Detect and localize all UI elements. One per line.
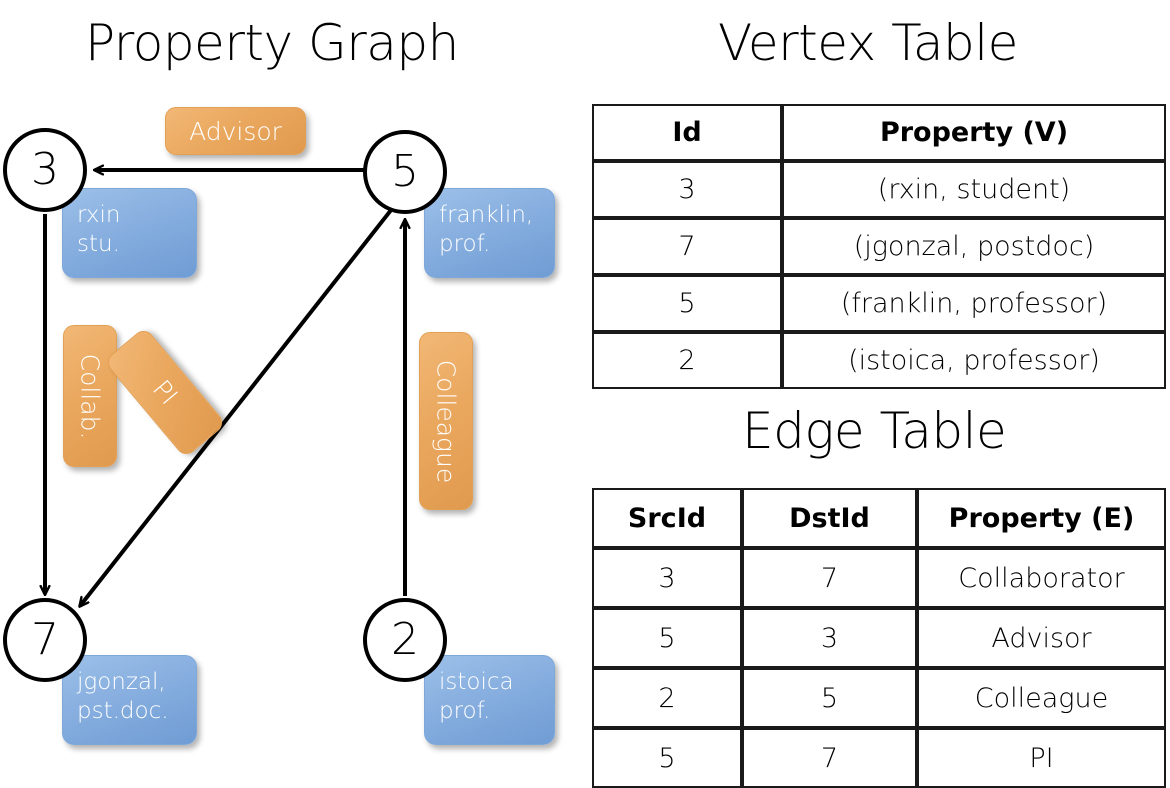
node-property-box-istoica: istoica prof. <box>424 655 555 745</box>
edge-row-0-src: 3 <box>592 548 742 608</box>
edge-table-header-dstid: DstId <box>742 488 917 548</box>
edge-label-pi-text: PI <box>146 374 184 411</box>
edge-table-header-srcid: SrcId <box>592 488 742 548</box>
table-row: 5 (franklin, professor) <box>592 275 1166 332</box>
graph-node-7-label: 7 <box>31 614 59 665</box>
table-header-row: SrcId DstId Property (E) <box>592 488 1166 548</box>
vertex-table-header-property: Property (V) <box>782 104 1166 161</box>
edge-row-1-src: 5 <box>592 608 742 668</box>
graph-node-3: 3 <box>3 128 87 212</box>
edge-row-2-property: Colleague <box>917 668 1166 728</box>
edge-row-0-property: Collaborator <box>917 548 1166 608</box>
vertex-row-1-property: (jgonzal, postdoc) <box>782 218 1166 275</box>
property-graph-panel: Property Graph Advisor Collab. PI Collea… <box>0 0 585 760</box>
edge-label-collab-text: Collab. <box>75 353 105 439</box>
graph-edge-5-to-7 <box>80 203 397 606</box>
edge-label-colleague: Colleague <box>419 332 473 510</box>
graph-node-5-label: 5 <box>391 146 419 197</box>
page-title-property-graph: Property Graph <box>85 14 459 72</box>
table-row: 5 7 PI <box>592 728 1166 788</box>
edge-table-header-property: Property (E) <box>917 488 1166 548</box>
table-row: 3 7 Collaborator <box>592 548 1166 608</box>
page-title-vertex-table: Vertex Table <box>718 14 1018 72</box>
node-property-box-jgonzal: jgonzal, pst.doc. <box>62 655 197 745</box>
graph-node-3-label: 3 <box>31 144 59 195</box>
edge-row-2-src: 2 <box>592 668 742 728</box>
vertex-table-header-id: Id <box>592 104 782 161</box>
edge-row-3-src: 5 <box>592 728 742 788</box>
vertex-row-1-id: 7 <box>592 218 782 275</box>
table-row: 2 (istoica, professor) <box>592 332 1166 389</box>
vertex-row-3-property: (istoica, professor) <box>782 332 1166 389</box>
edge-row-2-dst: 5 <box>742 668 917 728</box>
vertex-row-2-property: (franklin, professor) <box>782 275 1166 332</box>
edge-row-3-dst: 7 <box>742 728 917 788</box>
graph-edges-svg <box>0 0 585 760</box>
graph-node-2: 2 <box>363 598 447 682</box>
vertex-row-0-id: 3 <box>592 161 782 218</box>
edge-label-colleague-text: Colleague <box>431 359 461 483</box>
page-title-edge-table: Edge Table <box>742 402 1007 460</box>
vertex-row-3-id: 2 <box>592 332 782 389</box>
graph-node-5: 5 <box>363 130 447 214</box>
table-row: 5 3 Advisor <box>592 608 1166 668</box>
edge-row-1-dst: 3 <box>742 608 917 668</box>
edge-label-advisor-text: Advisor <box>189 116 282 146</box>
table-row: 3 (rxin, student) <box>592 161 1166 218</box>
graph-node-2-label: 2 <box>391 614 419 665</box>
edge-label-collab: Collab. <box>63 325 117 467</box>
vertex-table: Id Property (V) 3 (rxin, student) 7 (jgo… <box>592 104 1166 389</box>
table-row: 7 (jgonzal, postdoc) <box>592 218 1166 275</box>
edge-row-0-dst: 7 <box>742 548 917 608</box>
vertex-row-2-id: 5 <box>592 275 782 332</box>
node-property-box-rxin: rxin stu. <box>62 188 197 278</box>
edge-table: SrcId DstId Property (E) 3 7 Collaborato… <box>592 488 1166 788</box>
edge-row-1-property: Advisor <box>917 608 1166 668</box>
vertex-row-0-property: (rxin, student) <box>782 161 1166 218</box>
node-property-box-franklin: franklin, prof. <box>424 188 555 278</box>
table-row: 2 5 Colleague <box>592 668 1166 728</box>
edge-row-3-property: PI <box>917 728 1166 788</box>
table-header-row: Id Property (V) <box>592 104 1166 161</box>
graph-node-7: 7 <box>3 598 87 682</box>
edge-label-advisor: Advisor <box>165 107 306 155</box>
